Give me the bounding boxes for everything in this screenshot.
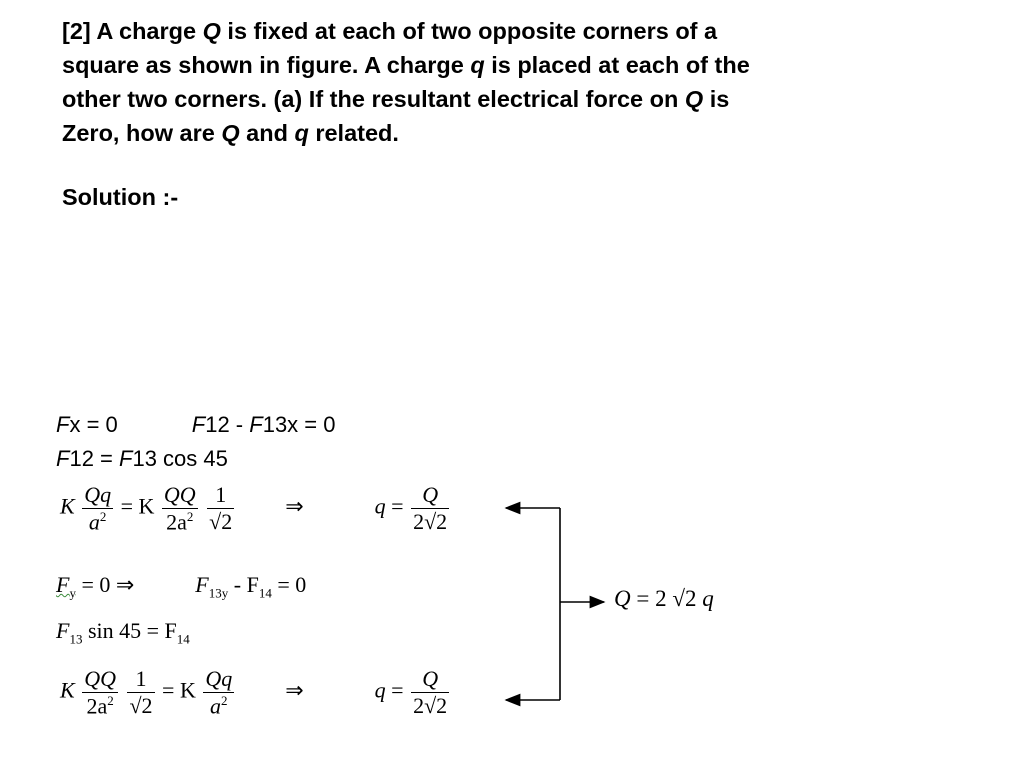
problem-line-4: Zero, how are Q and q related. [62,120,399,146]
equation-fy: Fy = 0 ⇒ F13y - F14 = 0 [56,572,307,601]
problem-line-1: [2] A charge Q is fixed at each of two o… [62,18,718,44]
problem-line-2: square as shown in figure. A charge q is… [62,52,750,78]
implies-arrow: ⇒ [285,677,304,703]
fraction-1-over-sqrt2: 1√2 [127,666,155,719]
equation-sin45: F13 sin 45 = F14 [56,618,190,647]
equation-f12: F12 = F13 cos 45 [56,446,228,471]
fraction-1-over-sqrt2: 1√2 [207,482,235,535]
problem-statement: [2] A charge Q is fixed at each of two o… [62,14,962,150]
implies-arrow: ⇒ [285,493,304,519]
final-result: Q = 2 √2 q [614,586,714,611]
solution-heading: Solution :- [62,184,179,210]
problem-line-3: other two corners. (a) If the resultant … [62,86,730,112]
